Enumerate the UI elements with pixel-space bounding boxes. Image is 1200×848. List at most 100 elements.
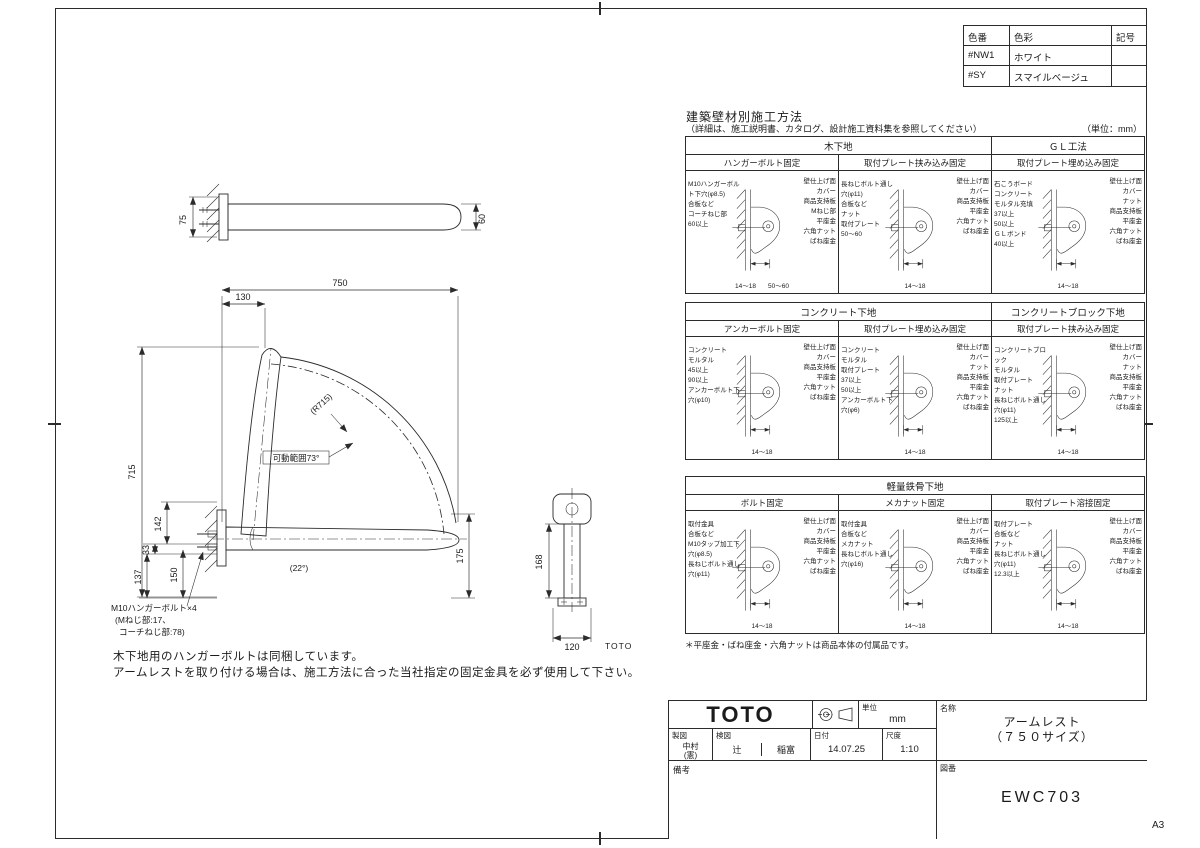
brand-mark-label: TOTO — [605, 641, 632, 651]
remarks-cell: 備考 — [669, 761, 936, 839]
part-label: モルタル — [841, 357, 867, 365]
center-mark-right — [1140, 423, 1153, 425]
scale-label: 尺度 — [886, 731, 901, 740]
part-label: 長ねじボルト通し穴(φ11) — [688, 561, 740, 579]
part-label: 合板など — [841, 201, 867, 209]
scale-cell: 尺度 1:10 — [883, 729, 936, 760]
part-label: カバー — [816, 528, 837, 536]
part-label-group: 取付プレート合板などナット長ねじボルト通し穴(φ11)12.3以上 — [994, 520, 1050, 580]
part-label: 六角ナット — [956, 394, 990, 402]
toto-logo: TOTO — [669, 701, 813, 728]
dimension-label: 14〜18 — [1057, 622, 1079, 630]
part-label: ばね座金 — [810, 568, 836, 576]
part-label: アンカーボルト下穴(φ6) — [841, 397, 893, 415]
fixing-method-header: ボルト固定 — [686, 495, 839, 511]
arm-top-view: 75 60 — [178, 183, 487, 243]
fixing-method-header: 取付プレート溶接固定 — [992, 495, 1144, 511]
part-label: 壁仕上げ面 — [956, 344, 990, 351]
part-label: ばね座金 — [1116, 404, 1142, 412]
part-label-group: 壁仕上げ面カバーナット商品支持板平座金六角ナットばね座金 — [941, 343, 990, 413]
fixing-method-header: 取付プレート挟み込み固定 — [839, 155, 992, 171]
color-code: #NW1 — [964, 46, 1010, 66]
bolt-note-line1: M10ハンガーボルト×4 — [111, 603, 197, 613]
part-label: 取付プレート — [841, 221, 880, 229]
unit-label: 単位 — [862, 703, 877, 712]
part-label: 平座金 — [816, 548, 837, 556]
part-label: 六角ナット — [1109, 228, 1143, 236]
part-label: 平座金 — [1122, 548, 1143, 556]
part-label: 六角ナット — [956, 218, 990, 226]
center-mark-bottom — [599, 832, 601, 845]
part-label: ばね座金 — [963, 568, 989, 576]
part-label-group: 14〜18 — [992, 448, 1144, 458]
part-label: 125以上 — [994, 417, 1018, 425]
part-label-group: 取付金具合板などメカナット長ねじボルト通し穴(φ16) — [841, 520, 897, 570]
movable-range-label: 可動範囲73° — [273, 453, 320, 463]
part-label: 平座金 — [1122, 384, 1143, 392]
part-label: M10ハンガーボルト下穴(φ8.5) — [688, 181, 740, 199]
part-label: 合板など — [688, 531, 714, 539]
part-label: ナット — [994, 387, 1014, 395]
installation-detail-cell: M10ハンガーボルト下穴(φ8.5) 合板などコーチねじ部 60以上 壁仕上げ面カバー… — [686, 171, 839, 293]
date-cell: 日付 14.07.25 — [811, 729, 883, 760]
part-label: 平座金 — [969, 548, 990, 556]
part-label: 壁仕上げ面 — [1109, 344, 1143, 351]
part-label: ばね座金 — [963, 404, 989, 412]
part-label: ナット — [1122, 364, 1143, 372]
part-label: 平座金 — [816, 218, 837, 226]
part-label: 平座金 — [816, 374, 837, 382]
part-label-group: 14〜18 — [839, 282, 991, 292]
dimension-label: 14〜18 — [751, 448, 773, 456]
part-label: 長ねじボルト通し穴(φ11) — [994, 551, 1046, 569]
note-line: アームレストを取り付ける場合は、施工方法に合った当社指定の固定金具を必ず使用して… — [113, 667, 640, 679]
part-label: 取付プレート — [994, 377, 1033, 385]
part-label: 六角ナット — [803, 558, 837, 566]
part-label-group: 壁仕上げ面カバーナット商品支持板平座金六角ナットばね座金 — [1094, 343, 1143, 413]
part-label: 長ねじボルト通し穴(φ16) — [841, 551, 893, 569]
installation-section-diagram — [885, 189, 934, 271]
part-label: 商品支持板 — [803, 198, 837, 206]
unit-cell: 単位 mm — [859, 701, 936, 728]
part-label-group: M10ハンガーボルト下穴(φ8.5) 合板などコーチねじ部 60以上 — [688, 180, 744, 230]
installation-detail-cell: 取付プレート合板などナット長ねじボルト通し穴(φ11)12.3以上壁仕上げ面カバ… — [992, 511, 1144, 633]
part-label: 六角ナット — [1109, 394, 1143, 402]
part-label: 60以上 — [688, 221, 709, 229]
dimension-label: 14〜18 — [1057, 448, 1079, 456]
dim-label-120: 120 — [564, 642, 579, 652]
part-label: カバー — [1122, 354, 1143, 362]
radius-label: (R715) — [308, 391, 334, 416]
part-label-group: 壁仕上げ面カバー商品支持板平座金六角ナットばね座金 — [941, 517, 990, 577]
dimension-label: 50〜60 — [768, 282, 789, 290]
part-label: コーチねじ部 — [688, 211, 727, 219]
color-table: 色番 色彩 記号 #NW1 ホワイト #SY スマイルベージュ — [963, 25, 1147, 87]
dimension-label: 14〜18 — [751, 622, 773, 630]
fixing-method-header: ハンガーボルト固定 — [686, 155, 839, 171]
part-label: カバー — [816, 354, 837, 362]
part-label: 合板など — [688, 201, 714, 209]
part-label: ばね座金 — [1116, 238, 1142, 246]
name-label: 名称 — [940, 704, 956, 713]
date-label: 日付 — [814, 731, 829, 740]
part-label: メカナット — [841, 541, 874, 549]
part-label: ＧＬボンド — [994, 231, 1027, 239]
install-band: コンクリート下地コンクリートブロック下地アンカーボルト固定取付プレート埋め込み固… — [685, 302, 1145, 460]
part-label: 商品支持板 — [803, 364, 837, 372]
drawing-number-cell: 図番 EWC703 — [937, 761, 1147, 839]
installation-section-diagram — [1038, 189, 1087, 271]
dim-label-33: 33 — [141, 545, 151, 555]
dim-label-75: 75 — [178, 215, 188, 225]
install-unit-note: （単位：mm） — [1082, 124, 1142, 134]
dim-label-137: 137 — [133, 569, 143, 584]
installation-section-diagram — [885, 355, 934, 437]
part-label: M10タップ加工下穴(φ8.5) — [688, 541, 740, 559]
scale-value: 1:10 — [900, 744, 919, 755]
part-label: 商品支持板 — [1109, 208, 1143, 216]
part-label-group: コンクリートブロックモルタル取付プレートナット長ねじボルト通し穴(φ11)125… — [994, 346, 1050, 427]
